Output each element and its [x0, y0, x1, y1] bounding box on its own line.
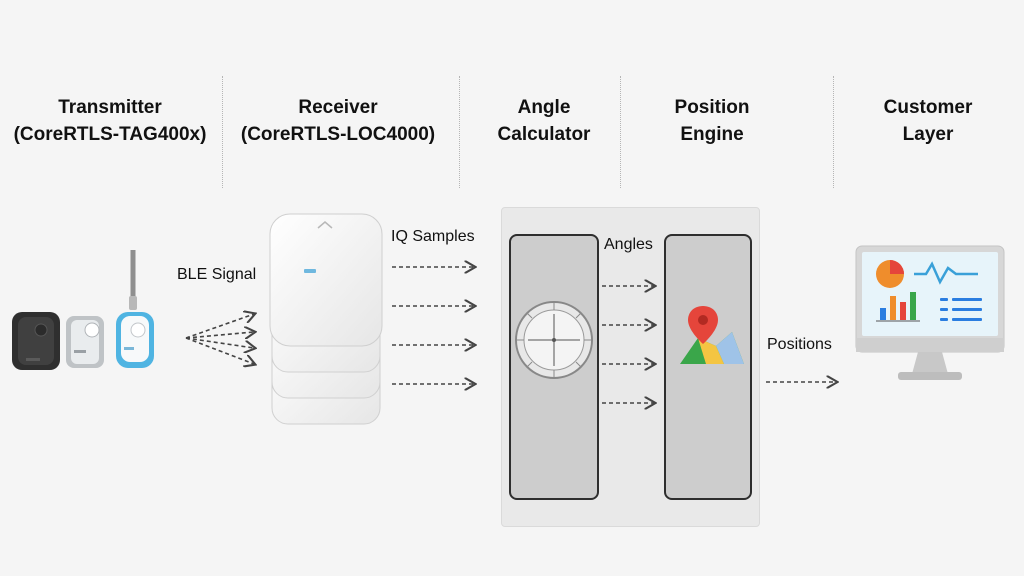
- column-title-receiver: Receiver (CoreRTLS-LOC4000): [226, 94, 450, 148]
- column-divider: [459, 76, 460, 188]
- column-title-line1: Customer: [883, 97, 973, 118]
- column-title-position-engine: Position Engine: [630, 94, 794, 148]
- column-title-transmitter: Transmitter (CoreRTLS-TAG400x): [0, 94, 220, 148]
- column-title-line1: Receiver: [298, 97, 378, 118]
- protractor-icon: [515, 301, 593, 379]
- map-pin-icon: [680, 306, 744, 364]
- column-title-line2: Engine: [680, 124, 744, 145]
- column-title-line2: Calculator: [497, 124, 591, 145]
- ble-signal-arrows: [185, 302, 262, 372]
- iq-samples-label: IQ Samples: [391, 228, 475, 245]
- column-divider: [620, 76, 621, 188]
- column-divider: [222, 76, 223, 188]
- column-title-line2: Layer: [902, 124, 954, 145]
- transmitter-tags: [12, 250, 154, 370]
- column-title-customer-layer: Customer Layer: [840, 94, 1016, 148]
- column-title-line2: (CoreRTLS-LOC4000): [240, 124, 436, 145]
- dashboard-monitor-icon: [855, 245, 1005, 380]
- column-divider: [833, 76, 834, 188]
- angle-arrows: [602, 277, 662, 407]
- position-engine-box: [664, 234, 752, 500]
- angles-label: Angles: [604, 236, 653, 253]
- column-title-line1: Angle: [517, 97, 571, 118]
- iq-sample-arrows: [392, 258, 482, 388]
- keyfob-tag-icon: [116, 250, 154, 368]
- column-title-line2: (CoreRTLS-TAG400x): [13, 124, 207, 145]
- column-title-line1: Position: [674, 97, 750, 118]
- column-title-angle-calculator: Angle Calculator: [464, 94, 624, 148]
- positions-label: Positions: [767, 336, 832, 353]
- ble-signal-label: BLE Signal: [177, 266, 257, 283]
- positions-arrow: [766, 375, 844, 389]
- badge-tag-icon: [66, 316, 104, 368]
- wristband-tag-icon: [12, 312, 60, 370]
- receiver-locator-icon: [269, 213, 383, 425]
- column-title-line1: Transmitter: [58, 97, 162, 118]
